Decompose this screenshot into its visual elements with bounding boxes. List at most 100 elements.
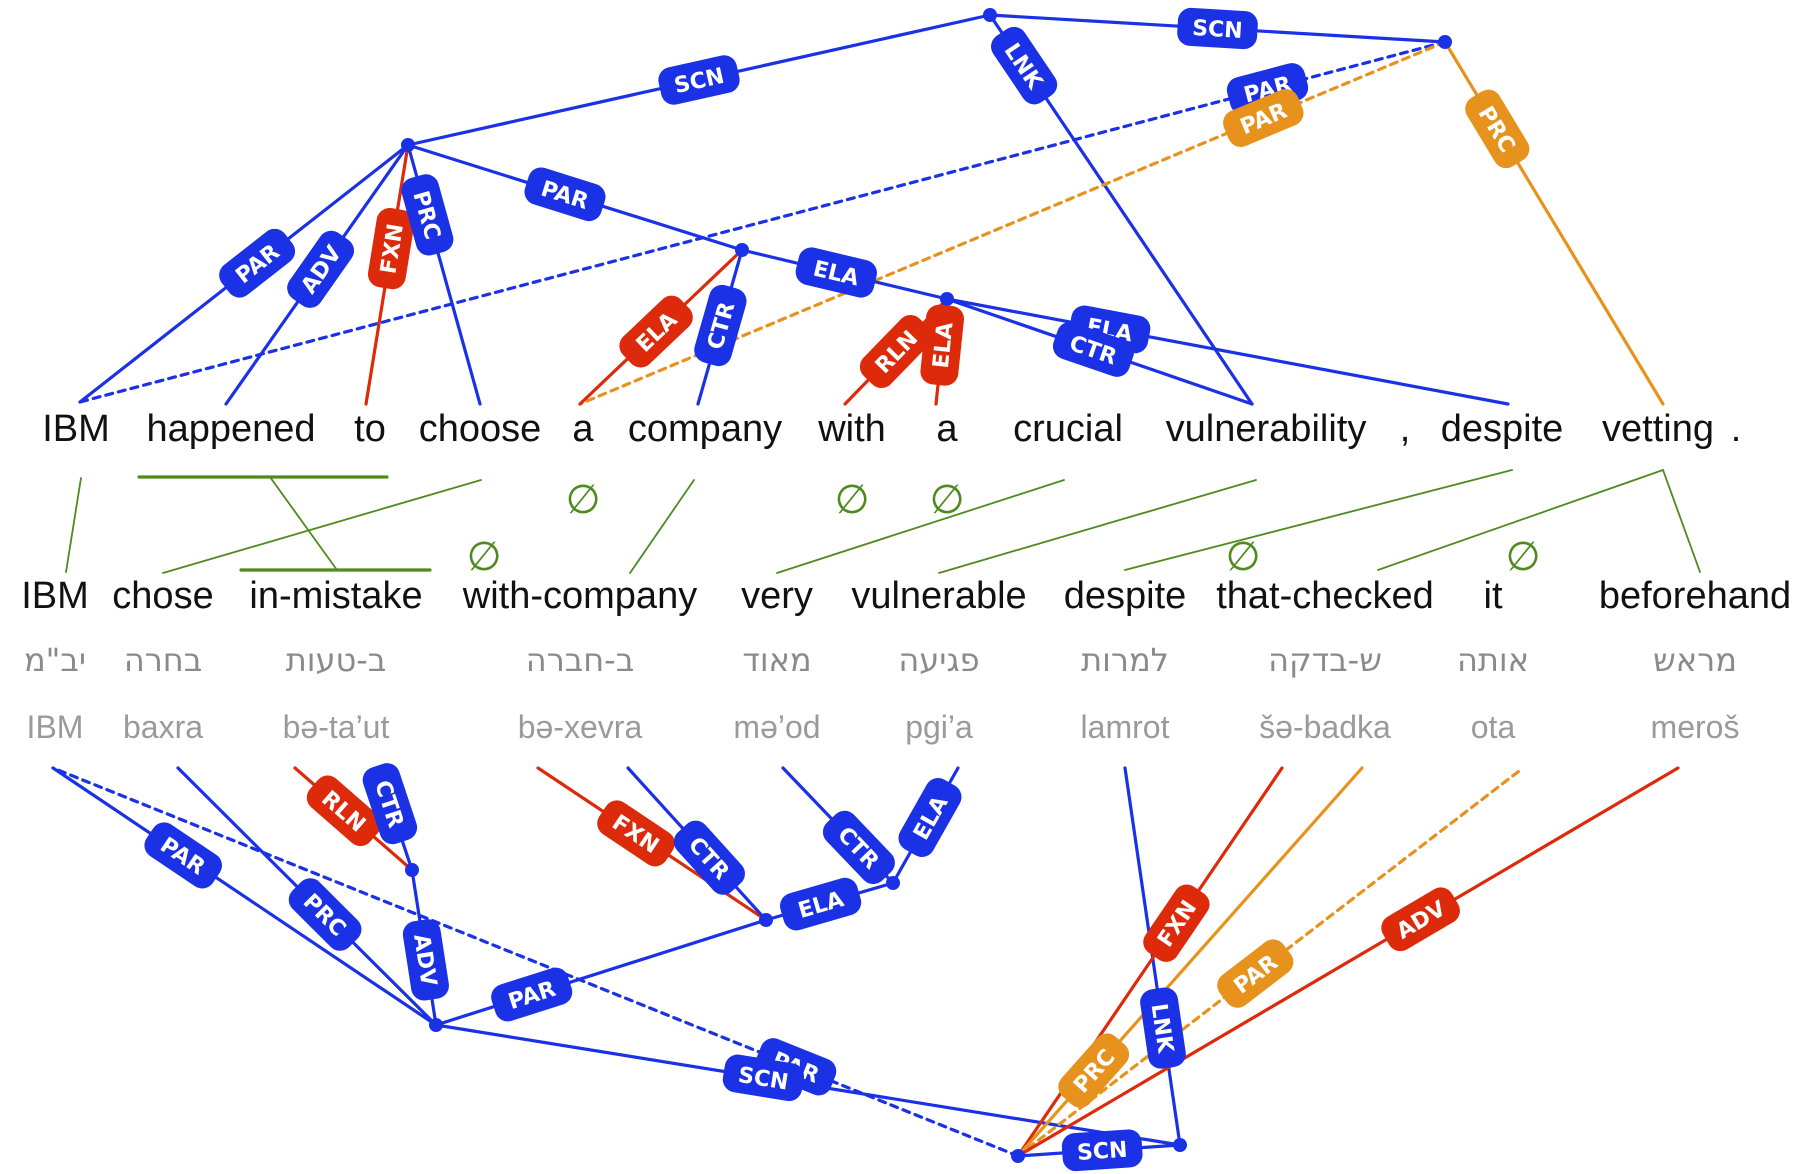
graph-node	[886, 876, 900, 890]
edge-label: PAR	[491, 967, 573, 1022]
edge-label-pill	[1061, 1129, 1143, 1172]
graph-node	[1438, 35, 1452, 49]
en-token: happened	[146, 408, 315, 450]
en-token: ,	[1400, 408, 1411, 450]
edge-label: CTR	[362, 763, 418, 845]
transliteration-token: lamrot	[1081, 709, 1170, 745]
edge-label-pill	[597, 800, 675, 867]
graph-node	[1173, 1138, 1187, 1152]
graph-edge	[51, 766, 1020, 1158]
edge-label-pill	[1140, 987, 1186, 1069]
edge-label-pill	[822, 810, 895, 885]
edge-label-pill	[144, 822, 222, 889]
graph-node	[429, 1018, 443, 1032]
he-script-token: מראש	[1653, 641, 1737, 679]
edge-label-pill	[306, 775, 382, 847]
en-token: vetting	[1602, 408, 1714, 450]
null-alignment-marker: ∅	[1506, 534, 1541, 580]
edge-label: ADV	[1381, 887, 1460, 952]
edge-label: ADV	[402, 919, 449, 1001]
edge-label: FXN	[1143, 884, 1210, 962]
edge-label-pill	[1058, 1033, 1130, 1108]
he-script-token: יב"מ	[24, 641, 86, 679]
he-script-token: למרות	[1081, 641, 1169, 679]
edge-label-pill	[1177, 7, 1258, 50]
he-gloss-token: that-checked	[1216, 575, 1434, 617]
edge-label: FXN	[367, 207, 415, 290]
edge-label: PRC	[401, 174, 454, 256]
graph-edge	[945, 297, 1510, 406]
edge-label-pill	[859, 314, 933, 389]
graph-nodes	[401, 8, 1452, 1163]
edge-label-pill	[991, 26, 1058, 105]
alignment-lines	[65, 469, 1701, 574]
edge-label-pill	[920, 304, 964, 386]
edge-label-pill	[1052, 321, 1134, 377]
graph-edge	[78, 40, 1447, 404]
en-token: a	[936, 408, 958, 450]
transliteration-token: IBM	[27, 709, 84, 745]
en-token: .	[1731, 408, 1742, 450]
transliteration-token: pgi’a	[905, 709, 973, 745]
edge-label: SCN	[658, 55, 740, 105]
alignment-line	[629, 479, 695, 574]
graph-edge	[51, 766, 438, 1027]
edge-label: FXN	[597, 800, 675, 867]
he-script-token: ב-חברה	[526, 641, 634, 679]
token-rows: IBM happened to choose a company with a …	[21, 408, 1791, 745]
transliteration-token: bə-xevra	[518, 709, 643, 745]
edge-label-pill	[694, 284, 747, 367]
he-gloss-token: with-company	[462, 575, 697, 617]
edge-label-pill	[362, 763, 418, 845]
edge-label-pill	[1465, 89, 1530, 169]
edge-label-pill	[1223, 89, 1304, 147]
null-alignment-marker: ∅	[930, 477, 965, 523]
he-gloss-token: vulnerable	[851, 575, 1026, 617]
graph-node	[940, 292, 954, 306]
he-gloss-token: chose	[112, 575, 213, 617]
edge-label-pill	[795, 247, 877, 298]
edge-label-text: SCN	[1192, 16, 1244, 44]
transliteration-token: ota	[1471, 709, 1516, 745]
edge-label-pill	[219, 228, 296, 298]
he-gloss-token: IBM	[21, 575, 89, 617]
he-gloss-token: in-mistake	[249, 575, 422, 617]
edge-label-pill	[288, 878, 362, 951]
edge-label-pill	[658, 55, 740, 105]
edge-label-pill	[367, 207, 415, 290]
edge-label: SCN	[722, 1054, 805, 1102]
edge-label-pill	[619, 295, 693, 368]
edge-label: PAR	[524, 167, 606, 222]
edge-label: CTR	[694, 284, 747, 367]
alignment-line	[1377, 469, 1664, 571]
graph-node	[983, 8, 997, 22]
graph-edge	[434, 918, 768, 1027]
edge-label: LNK	[991, 26, 1058, 105]
edge-label-pill	[1143, 884, 1210, 962]
edge-label-pill	[898, 778, 962, 857]
null-alignment-marker: ∅	[835, 477, 870, 523]
transliteration-token: baxra	[123, 709, 203, 745]
en-token: crucial	[1013, 408, 1123, 450]
edge-label: SCN	[1177, 7, 1258, 50]
edge-label-pill	[524, 167, 606, 222]
edge-label-pill	[402, 919, 449, 1001]
he-script-token: בחרה	[124, 641, 202, 679]
null-alignment-marker: ∅	[1226, 534, 1261, 580]
edge-label: ELA	[795, 247, 877, 298]
graph-node	[405, 863, 419, 877]
null-alignment-marker: ∅	[467, 534, 502, 580]
edge-label: PAR	[1223, 89, 1304, 147]
graph-node	[735, 243, 749, 257]
en-token: despite	[1441, 408, 1564, 450]
transliteration-token: šə-badka	[1259, 709, 1391, 745]
en-token: to	[354, 408, 386, 450]
edge-label-pill	[491, 967, 573, 1022]
he-script-token: פגיעה	[898, 641, 979, 679]
graph-edge	[1016, 766, 1680, 1158]
he-gloss-token: very	[741, 575, 813, 617]
edge-label-pill	[401, 174, 454, 256]
graph-node	[1011, 1149, 1025, 1163]
en-token: company	[628, 408, 782, 450]
